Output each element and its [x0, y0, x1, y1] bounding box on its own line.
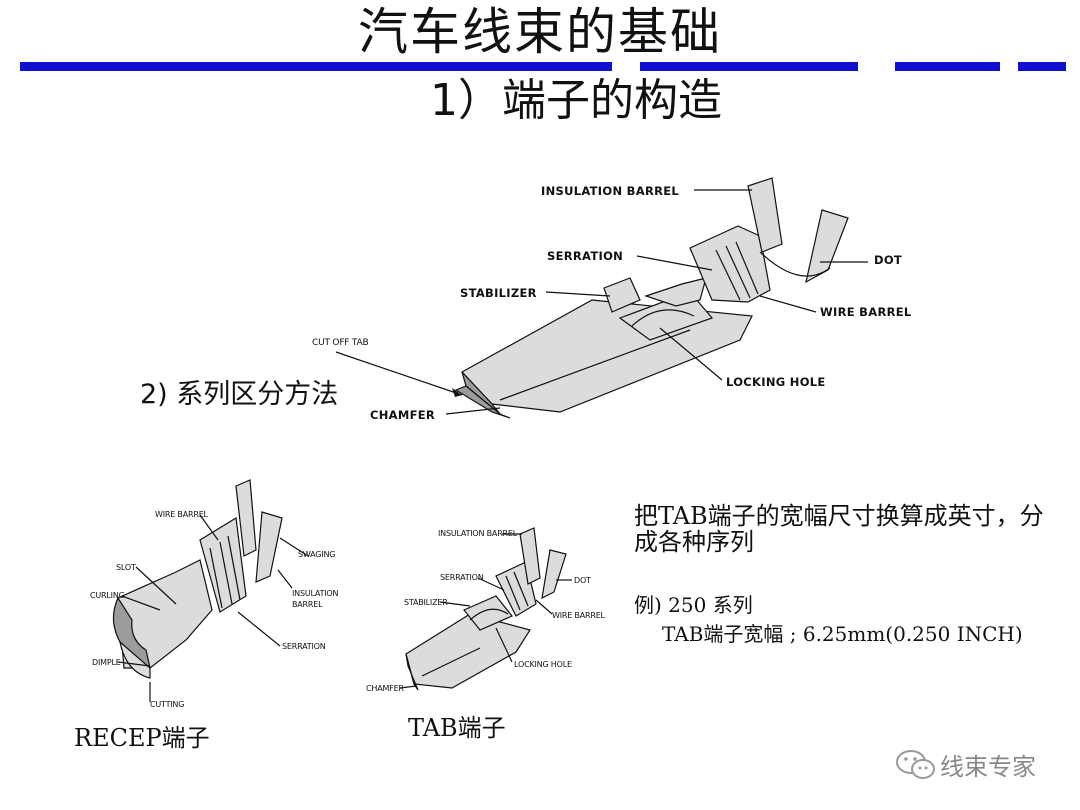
label-serration: SERRATION [547, 249, 624, 263]
small-insulation-wing-2 [541, 549, 567, 600]
recep-label-dimple: DIMPLE [92, 658, 121, 667]
label-dot: DOT [874, 253, 903, 267]
wechat-icon [896, 750, 935, 779]
arrow-head [452, 388, 462, 397]
header-bar-4 [1018, 62, 1066, 71]
serration-arrow [644, 277, 707, 307]
wire-barrel [689, 225, 771, 303]
recep-label-curling: CURLING [90, 591, 125, 600]
header-bar-3 [895, 62, 1000, 71]
recep-label-swaging: SWAGING [298, 550, 336, 559]
tab-label-stabilizer: STABILIZER [404, 598, 448, 607]
leader-locking-hole [659, 327, 723, 381]
locking-hole [631, 309, 695, 327]
label-insulation-barrel: INSULATION BARREL [541, 184, 680, 198]
recep-label-serration: SERRATION [282, 642, 326, 651]
tab-label-chamfer: CHAMFER [366, 684, 404, 693]
label-cut-off-tab: CUT OFF TAB [312, 338, 369, 348]
recep-front-curl [119, 640, 151, 679]
recep-insulation-wing-1 [235, 479, 257, 557]
series-example-detail: TAB端子宽幅 ; 6.25mm(0.250 INCH) [662, 622, 1023, 646]
small-insulation-wing-1 [519, 527, 541, 585]
recep-insulation-wing-2 [255, 511, 283, 583]
leader-stabilizer [545, 291, 611, 297]
section-title-series: 2) 系列区分方法 [140, 379, 339, 410]
tab-label-locking-hole: LOCKING HOLE [514, 660, 572, 669]
recep-label-wire-barrel: WIRE BARREL [155, 510, 208, 519]
label-chamfer: CHAMFER [370, 408, 436, 422]
tab-label-wire-barrel: WIRE BARREL [552, 611, 605, 620]
tab-label-dot: DOT [574, 576, 591, 585]
chamfer-tip [454, 385, 511, 419]
tab-label-insulation-barrel: INSULATION BARREL [438, 529, 518, 538]
watermark-text: 线束专家 [940, 753, 1036, 781]
leader-cut-off-tab [335, 351, 463, 396]
recep-label-insulation-barrel: INSULATION BARREL [292, 589, 339, 609]
label-locking-hole: LOCKING HOLE [726, 375, 826, 389]
tab-label-serration: SERRATION [440, 573, 484, 582]
label-stabilizer: STABILIZER [460, 286, 537, 300]
leader-chamfer [445, 407, 501, 415]
tab-caption: TAB端子 [408, 714, 506, 742]
recep-wire-barrel [199, 517, 247, 613]
leader-wire-barrel [759, 295, 817, 313]
recep-body [117, 559, 213, 669]
leader-serration [636, 255, 713, 271]
label-wire-barrel: WIRE BARREL [820, 305, 912, 319]
small-tab-blade [405, 613, 531, 689]
section-title-structure: 1）端子的构造 [430, 75, 722, 126]
small-tab-edge [405, 653, 419, 691]
insulation-barrel-wing-1 [747, 177, 783, 253]
page-title: 汽车线束的基础 [358, 3, 722, 61]
stabilizer-block [603, 277, 641, 313]
recep-caption: RECEP端子 [74, 724, 210, 752]
small-locking-area [463, 595, 513, 631]
header-bar-2 [640, 62, 858, 71]
recep-label-slot: SLOT [116, 563, 136, 572]
series-example: 例) 250 系列 [634, 593, 753, 617]
recep-label-cutting: CUTTING [150, 700, 185, 709]
series-description: 把TAB端子的宽幅尺寸换算成英寸，分成各种序列 [634, 502, 1044, 556]
header-bar-1 [20, 62, 612, 71]
